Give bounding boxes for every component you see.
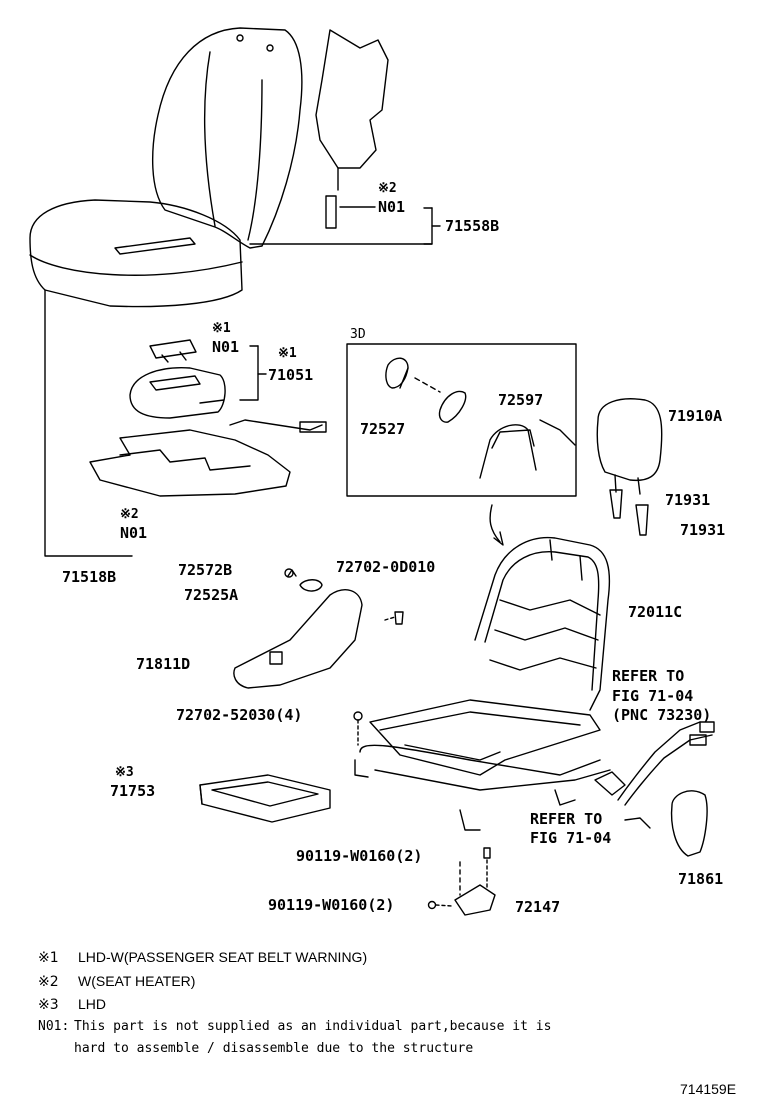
footnote-1-mark: ※1 [38, 950, 59, 966]
refer-to-1-line3[interactable]: (PNC 73230) [612, 706, 712, 724]
refer-to-1-line1: REFER TO [612, 667, 685, 685]
detail-3d-box [346, 343, 577, 497]
footnote-3: ※3 LHD [38, 995, 106, 1014]
part-72597[interactable]: 72597 [498, 391, 544, 409]
part-72011c[interactable]: 72011C [628, 603, 683, 621]
figure-id: 714159E [680, 1081, 737, 1097]
footnote-1-text: LHD-W(PASSENGER SEAT BELT WARNING) [78, 949, 368, 965]
frame-bolt-drawing [353, 711, 363, 746]
headrest-drawing [596, 398, 663, 536]
bracket-drawing [427, 847, 496, 916]
footnote-n01: N01: This part is not supplied as an indi… [38, 1018, 551, 1036]
part-72702-0d010[interactable]: 72702-0D010 [336, 558, 436, 576]
footnote-3-text: LHD [78, 996, 107, 1012]
seat-cushion-cover-drawing [29, 199, 243, 308]
part-71931-a[interactable]: 71931 [665, 491, 711, 509]
footnote-1: ※1 LHD-W(PASSENGER SEAT BELT WARNING) [38, 948, 367, 967]
refer-to-2-line2[interactable]: FIG 71-04 [530, 829, 612, 847]
side-cover-drawing [233, 568, 404, 689]
n01-label-mid: N01 [212, 338, 240, 356]
marker-1-b: ※1 [278, 346, 297, 361]
footnote-n01-mark: N01: [38, 1019, 70, 1034]
footnote-n01-line2: hard to assemble / disassemble due to th… [74, 1041, 474, 1056]
part-71753[interactable]: 71753 [110, 782, 156, 800]
part-72147[interactable]: 72147 [515, 898, 561, 916]
detail-arrow [489, 504, 504, 546]
refer-to-2-line1: REFER TO [530, 810, 603, 828]
n01-label-low: N01 [120, 524, 148, 542]
occupant-sensor-drawing [129, 339, 226, 419]
marker-3: ※3 [115, 765, 134, 780]
part-71051[interactable]: 71051 [268, 366, 314, 384]
part-90119-w0160-b[interactable]: 90119-W0160(2) [268, 896, 395, 914]
footnote-n01-continuation: hard to assemble / disassemble due to th… [74, 1040, 473, 1058]
part-71861[interactable]: 71861 [678, 870, 724, 888]
part-90119-w0160-a[interactable]: 90119-W0160(2) [296, 847, 423, 865]
part-71558b[interactable]: 71558B [445, 217, 500, 235]
part-71811d[interactable]: 71811D [136, 655, 191, 673]
n01-label-top: N01 [378, 198, 406, 216]
marker-2-top: ※2 [378, 181, 397, 196]
seat-back-cover-drawing [152, 27, 303, 249]
part-72702-52030[interactable]: 72702-52030(4) [176, 706, 303, 724]
marker-1-a: ※1 [212, 321, 231, 336]
footnote-2-text: W(SEAT HEATER) [78, 973, 196, 989]
wire-harness-drawing [594, 721, 715, 829]
footnote-3-mark: ※3 [38, 997, 59, 1013]
leader-lines-left [44, 289, 267, 557]
tray-drawing [199, 774, 331, 823]
part-72527[interactable]: 72527 [360, 420, 406, 438]
refer-to-1-line2[interactable]: FIG 71-04 [612, 687, 694, 705]
view-3d-label: 3D [350, 327, 366, 342]
part-71518b[interactable]: 71518B [62, 568, 117, 586]
footnote-2: ※2 W(SEAT HEATER) [38, 972, 195, 991]
seat-frame-drawing [354, 536, 611, 831]
leader-lines-top [249, 206, 441, 245]
part-72525a[interactable]: 72525A [184, 586, 239, 604]
lever-knob-drawing [670, 790, 708, 857]
back-heater-mat-drawing [315, 29, 389, 229]
part-71931-b[interactable]: 71931 [680, 521, 726, 539]
footnote-2-mark: ※2 [38, 974, 59, 990]
part-71910a[interactable]: 71910A [668, 407, 723, 425]
marker-2-mid: ※2 [120, 507, 139, 522]
cushion-heater-mat-drawing [89, 419, 327, 497]
part-72572b[interactable]: 72572B [178, 561, 233, 579]
footnote-n01-line1: This part is not supplied as an individu… [74, 1019, 552, 1034]
